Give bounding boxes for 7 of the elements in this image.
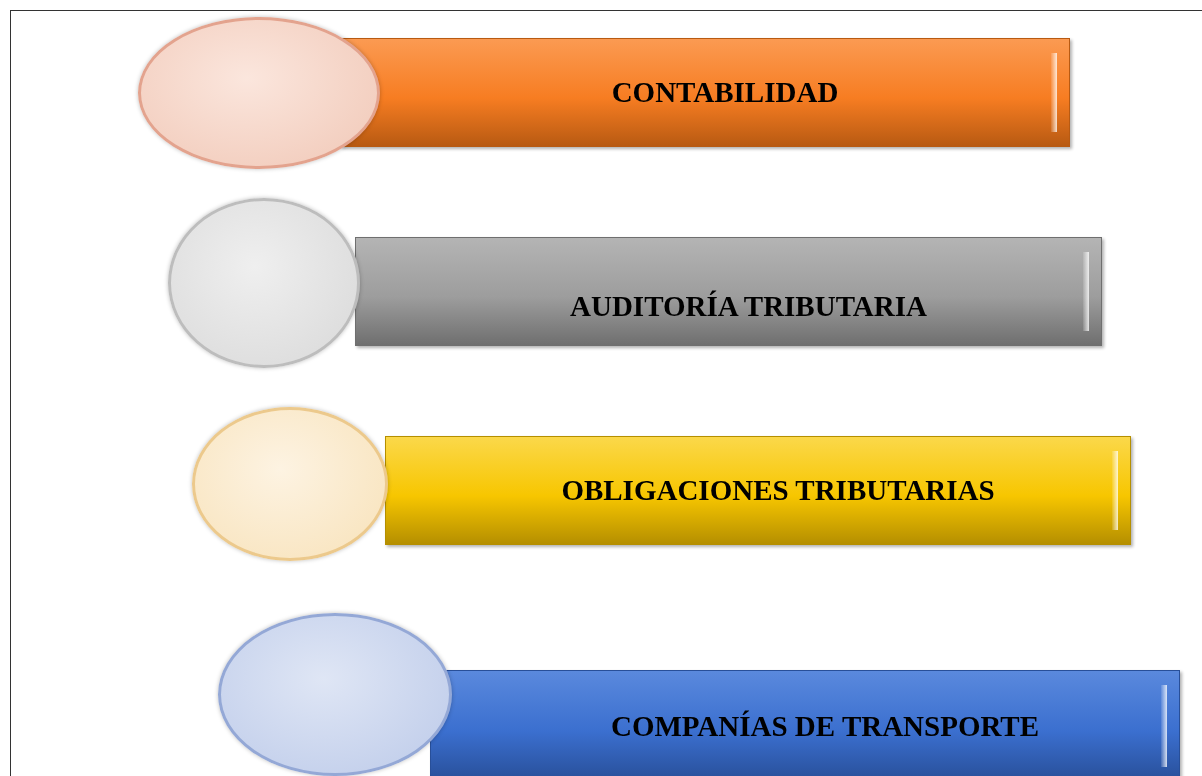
banner-label: AUDITORÍA TRIBUTARIA xyxy=(570,290,927,323)
banner-bar xyxy=(430,670,1180,776)
banner-label: OBLIGACIONES TRIBUTARIAS xyxy=(561,474,995,507)
banner-bar xyxy=(355,237,1102,346)
banner-bar xyxy=(385,436,1131,545)
banner-label: COMPANÍAS DE TRANSPORTE xyxy=(610,709,1040,743)
banner-label: CONTABILIDAD xyxy=(611,76,839,109)
